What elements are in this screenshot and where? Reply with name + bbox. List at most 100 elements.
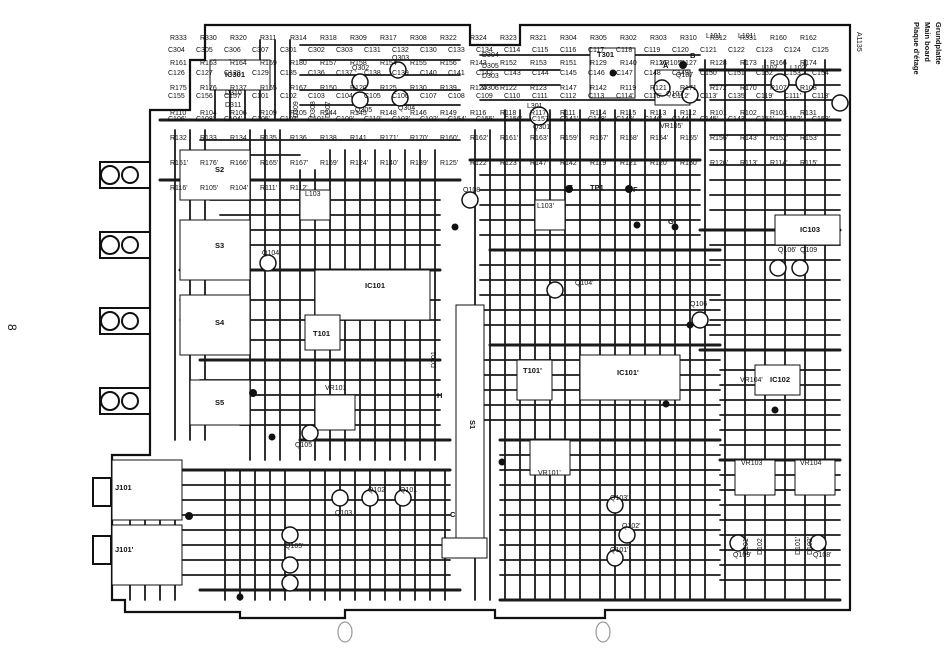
resistor-label: R109 [260, 110, 277, 117]
capacitor-label: C110 [504, 93, 520, 100]
capacitor-label: C107' [280, 116, 298, 123]
capacitor-label: C148 [644, 70, 661, 77]
resistor-label: R138 [320, 135, 337, 142]
capacitor-label: C136 [308, 70, 325, 77]
capacitor-label: C153 [784, 70, 801, 77]
capacitor-label: C102' [420, 116, 438, 123]
capacitor-label: C120 [672, 47, 689, 54]
resistor-label: R139' [410, 160, 428, 167]
capacitor-label: C153' [812, 116, 830, 123]
resistor-label: R330 [200, 35, 217, 42]
switch_label-label: S1 [468, 420, 477, 429]
resistor-label: R156 [440, 60, 457, 67]
switch-s4 [179, 294, 251, 356]
resistor-label: R105 [290, 110, 307, 117]
title-line-3: Plaque d'étage [912, 22, 921, 75]
resistor-label: R126 [650, 60, 667, 67]
resistor-label: R333 [170, 35, 187, 42]
transistor-bodies [259, 61, 849, 592]
resistor-label: R117 [530, 110, 546, 117]
diode-label: D101 [743, 538, 750, 555]
resistor-label: R113' [740, 160, 758, 167]
ic_label-label: IC101 [365, 281, 385, 290]
ic_label-label: IC101' [617, 368, 639, 377]
capacitor-label: C116' [644, 93, 662, 100]
resistor-label: R157' [590, 135, 608, 142]
resistor-label: R305 [590, 35, 607, 42]
resistor-label: R166' [230, 160, 248, 167]
capacitor-label: C144' [672, 116, 690, 123]
capacitor-label: C144 [532, 70, 549, 77]
capacitor-label: C301 [280, 47, 297, 54]
capacitor-label: C155 [168, 93, 185, 100]
transistor-label: Q108' [813, 552, 831, 559]
capacitor-label: C130 [420, 47, 437, 54]
title-line-2: Main board [923, 22, 932, 62]
resistor-label: R125 [380, 85, 397, 92]
resistor-label: R163 [200, 60, 217, 67]
capacitor-label: C112' [672, 93, 690, 100]
page-number: 8 [5, 324, 19, 331]
capacitor-label: C108 [448, 93, 465, 100]
transistor-label: Q107' [666, 91, 684, 98]
resistor-label: R107 [770, 85, 787, 92]
transistor-label: Q103' [610, 495, 628, 502]
capacitor-label: C154' [448, 116, 466, 123]
resistor-label: R165' [260, 160, 278, 167]
resistor-label: R172 [710, 85, 727, 92]
resistor-label: R170' [410, 135, 428, 142]
capacitor-label: C106 [392, 93, 409, 100]
resistor-label: R110 [170, 110, 186, 117]
capacitor-label: C105' [252, 116, 270, 123]
ic101-body [314, 269, 431, 321]
resistor-label: R115 [620, 110, 636, 117]
test_point-label: C [450, 510, 456, 519]
transistor-label: Q105' [285, 543, 303, 550]
capacitor-label: C109' [336, 116, 354, 123]
diode-label: D304 [482, 52, 499, 59]
ic102-body [754, 364, 801, 396]
transistor-label: Q101 [400, 487, 417, 494]
resistor-label: R163' [530, 135, 548, 142]
resistor-label: R136 [290, 135, 307, 142]
rca-jacks [92, 161, 151, 565]
resistor-label: R142 [590, 85, 607, 92]
capacitor-label: C152 [756, 70, 773, 77]
transistor-label: Q105 [295, 442, 312, 449]
resistor-label: R129 [590, 60, 607, 67]
capacitor-label: C306 [224, 47, 241, 54]
resistor-label: R322 [440, 35, 457, 42]
capacitor-label: C303 [336, 47, 353, 54]
capacitor-label: C111 [532, 93, 548, 100]
capacitor-label: C140 [420, 70, 437, 77]
capacitor-label: C103' [392, 116, 410, 123]
capacitor-label: C150 [700, 70, 717, 77]
resistor-label: R154 [380, 60, 397, 67]
board-outline [110, 23, 852, 620]
ic301-body [209, 59, 271, 91]
potentiometer-label: VR101 [325, 385, 347, 392]
resistor-label: R152 [500, 60, 517, 67]
resistor-label: R101 [710, 110, 727, 117]
test_point-label: E [568, 183, 573, 192]
test_point-label: G [668, 217, 674, 226]
resistor-label: R176 [200, 85, 217, 92]
capacitor-label: C147 [616, 70, 633, 77]
resistor-label: R124 [470, 85, 487, 92]
ic_label-label: IC301 [225, 70, 245, 79]
resistor-label: R145 [350, 110, 367, 117]
resistor-label: R321 [530, 35, 547, 42]
diode-label: D102' [807, 537, 814, 555]
switch_label-label: S2 [215, 165, 224, 174]
component-labels: S2S3S4S5S1J101J101'IC301IC101IC101'IC102… [115, 33, 831, 559]
resistor-label: R128 [710, 60, 727, 67]
capacitor-label: C302 [308, 47, 325, 54]
capacitor-label: C113' [700, 93, 718, 100]
resistor-label: R134 [230, 135, 247, 142]
resistor-label: R171' [380, 135, 398, 142]
switch_label-label: S3 [215, 241, 224, 250]
resistor-label: R166 [770, 60, 787, 67]
resistor-label: R153 [530, 60, 547, 67]
resistor-label: R157 [320, 60, 337, 67]
resistor-label: R112' [290, 185, 308, 192]
